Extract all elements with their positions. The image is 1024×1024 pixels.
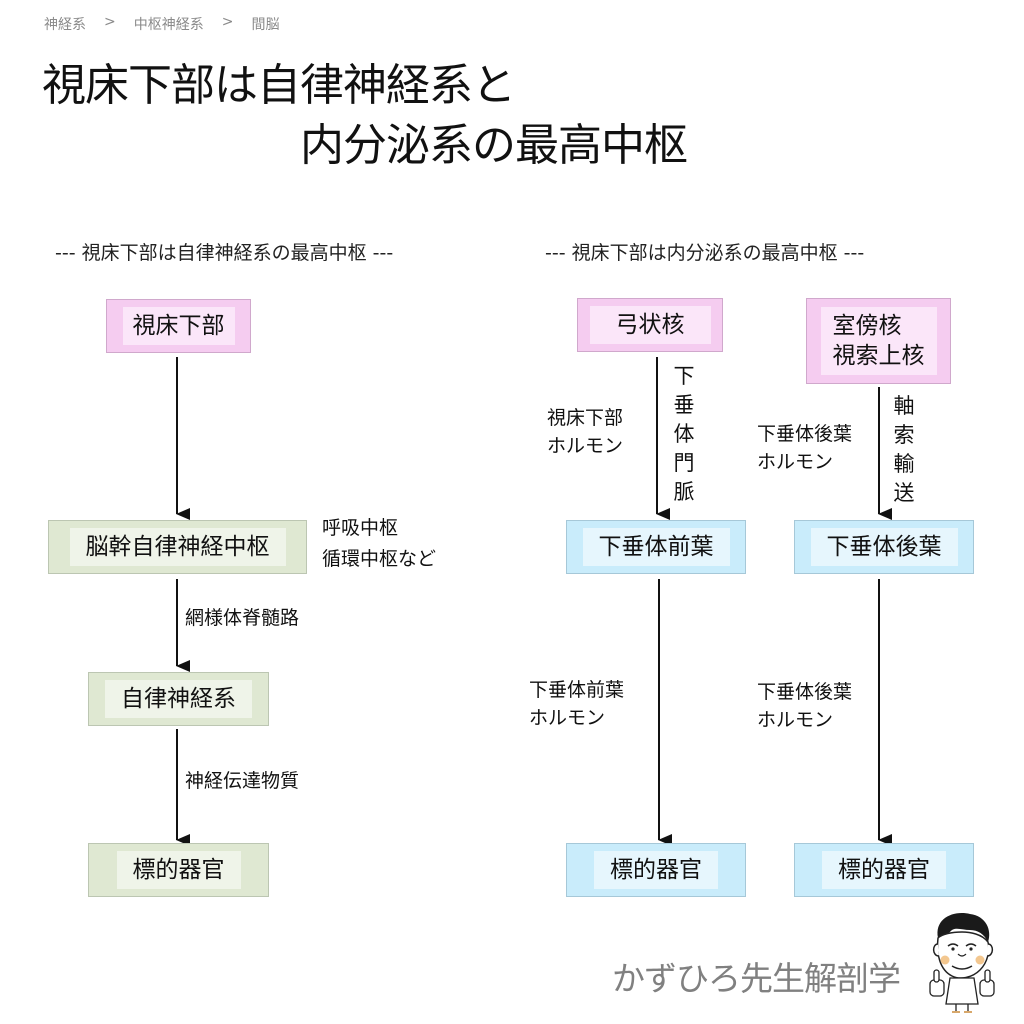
node-label-paraventricular: 室傍核	[832, 313, 902, 339]
breadcrumb: 神経系 > 中枢神経系 > 間脳	[44, 14, 279, 34]
edge-label-reticulospinal-tract: 網様体脊髄路	[185, 607, 300, 629]
breadcrumb-item-cns[interactable]: 中枢神経系	[133, 17, 204, 33]
breadcrumb-item-diencephalon[interactable]: 間脳	[251, 17, 280, 33]
edge-label-posterior-gland-hormone-line2: ホルモン	[757, 709, 834, 731]
edge-label-neurotransmitter: 神経伝達物質	[185, 770, 300, 792]
node-target-organ-autonomic: 標的器官	[88, 843, 269, 897]
page-title-line2: 内分泌系の最高中枢	[300, 120, 688, 171]
node-label: 自律神経系	[121, 686, 236, 712]
node-posterior-pituitary: 下垂体後葉	[794, 520, 974, 574]
node-target-organ-posterior: 標的器官	[794, 843, 974, 897]
edge-label-hypothalamic-hormone-line1: 視床下部	[547, 407, 624, 429]
edge-label-posterior-gland-hormone-line1: 下垂体後葉	[757, 681, 853, 703]
node-label: 弓状核	[615, 312, 685, 338]
breadcrumb-item-nervous-system[interactable]: 神経系	[44, 17, 86, 33]
note-circulatory-center: 循環中枢など	[322, 548, 437, 570]
edge-label-hypophyseal-portal-vein: 下垂体門脈	[673, 364, 695, 504]
node-target-organ-anterior: 標的器官	[566, 843, 746, 897]
node-label: 標的器官	[132, 857, 225, 883]
right-section-heading: --- 視床下部は内分泌系の最高中枢 ---	[545, 242, 865, 264]
edge-label-posterior-hormone-line2: ホルモン	[757, 451, 834, 473]
edge-label-anterior-hormone-line1: 下垂体前葉	[529, 679, 625, 701]
node-anterior-pituitary: 下垂体前葉	[566, 520, 746, 574]
edge-label-hypothalamic-hormone-line2: ホルモン	[547, 435, 624, 457]
brand-name: かずひろ先生解剖学	[612, 959, 901, 998]
breadcrumb-separator: >	[221, 14, 234, 30]
edge-label-anterior-hormone-line2: ホルモン	[529, 707, 606, 729]
note-respiratory-center: 呼吸中枢	[322, 517, 399, 539]
node-hypothalamus: 視床下部	[106, 299, 251, 353]
teacher-mascot-icon	[929, 913, 995, 1013]
node-arcuate-nucleus: 弓状核	[577, 298, 723, 352]
node-label: 視床下部	[132, 313, 225, 339]
node-label-supraoptic: 視索上核	[832, 343, 925, 369]
breadcrumb-separator: >	[104, 14, 116, 30]
node-label: 下垂体前葉	[598, 534, 714, 560]
node-label: 標的器官	[838, 857, 930, 883]
node-label: 脳幹自律神経中枢	[85, 534, 270, 560]
node-brainstem-autonomic-center: 脳幹自律神経中枢	[48, 520, 307, 574]
edge-label-axonal-transport: 軸索輸送	[893, 394, 915, 505]
left-section-heading: --- 視床下部は自律神経系の最高中枢 ---	[55, 242, 394, 264]
node-label: 標的器官	[610, 857, 702, 883]
node-autonomic-nervous-system: 自律神経系	[88, 672, 269, 726]
page-title-line1: 視床下部は自律神経系と	[42, 60, 516, 111]
edge-label-posterior-hormone-line1: 下垂体後葉	[757, 423, 853, 445]
node-label: 下垂体後葉	[826, 534, 942, 560]
node-pvn-son: 室傍核 視索上核	[806, 298, 951, 384]
